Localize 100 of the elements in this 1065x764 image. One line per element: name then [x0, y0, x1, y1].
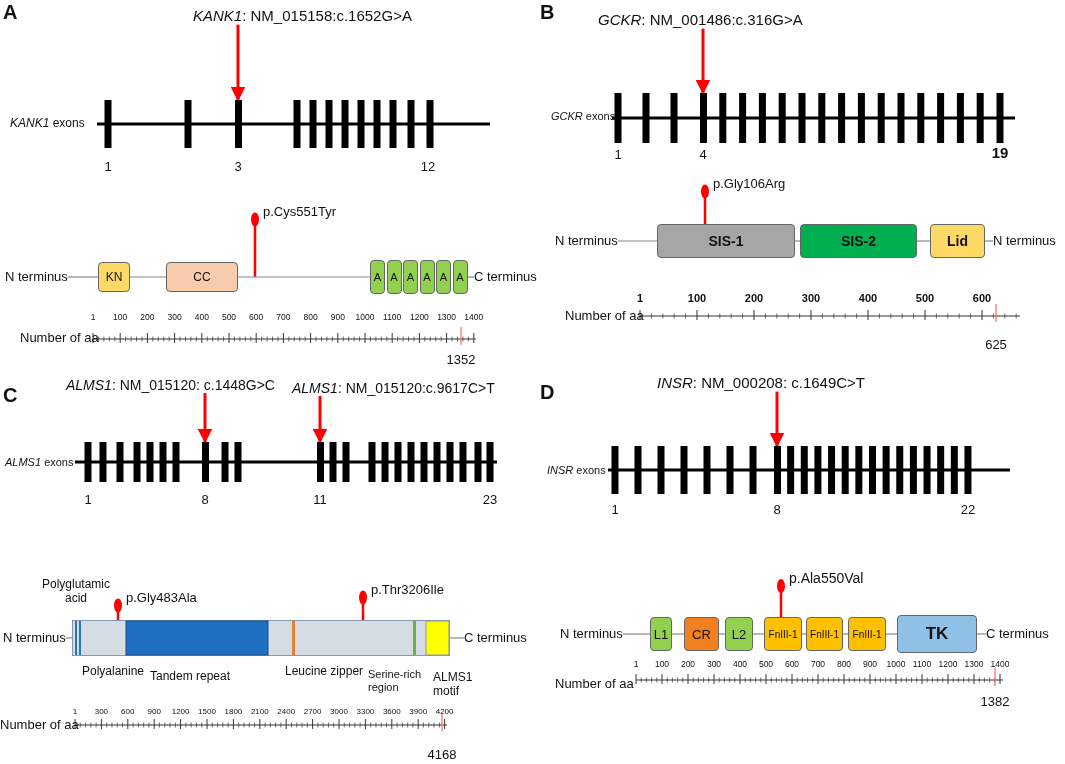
exon-number: 8 [201, 492, 209, 508]
tick-label: 200 [680, 660, 696, 670]
protein-domain: Lid [930, 224, 985, 258]
panel-letter: A [3, 0, 18, 24]
protein-domain: A [370, 260, 385, 294]
variant-title: ALMS1: NM_015120:c.9617C>T [292, 379, 495, 397]
protein-domain: CR [684, 617, 719, 651]
protein-domain: L1 [650, 617, 672, 651]
mutation-pin [359, 590, 367, 620]
protein-domain: A [419, 260, 435, 294]
tick-label: 3600 [382, 707, 401, 717]
exon-number: 22 [960, 502, 976, 518]
tick-label: 300 [94, 707, 109, 717]
axis-label: Number of aa [20, 330, 99, 346]
tick-label: 4200 [435, 707, 454, 717]
tick-label: 900 [862, 660, 878, 670]
protein-domain-bar [72, 620, 450, 656]
pointer-arrow [312, 396, 328, 444]
protein-backbone [794, 240, 801, 242]
mutation-pin [777, 579, 785, 617]
tick-label: 200 [744, 291, 764, 305]
pointer-arrow [230, 24, 246, 102]
protein-domain: FnIII-1 [848, 617, 886, 651]
terminus-label: N terminus [560, 626, 623, 642]
protein-backbone [885, 633, 898, 635]
tick-label: 1200 [409, 313, 429, 323]
domain-label: ALMS1 motif [433, 671, 473, 699]
tick-label: 900 [147, 707, 161, 717]
tick-label: 1 [633, 660, 639, 670]
tick-label: 700 [276, 313, 291, 323]
axis-label: Number of aa [0, 717, 79, 733]
tick-label: 100 [687, 291, 707, 305]
tick-label: 800 [303, 313, 318, 323]
terminus-label: C terminus [464, 630, 527, 646]
tick-label: 2100 [250, 707, 269, 717]
mutation-pin [701, 184, 709, 224]
tick-label: 2700 [303, 707, 322, 717]
protein-backbone [622, 633, 651, 635]
tick-label: 1400 [464, 313, 484, 323]
length-label: 1382 [980, 694, 1010, 710]
variant-title: GCKR: NM_001486:c.316G>A [598, 11, 803, 29]
tick-label: 1300 [437, 313, 457, 323]
tick-label: 1200 [171, 707, 190, 717]
terminus-label: N terminus [993, 233, 1056, 249]
variant-title: ALMS1: NM_015120: c.1448G>C [66, 376, 275, 394]
axis-label: Number of aa [565, 308, 644, 324]
tick-label: 800 [836, 660, 852, 670]
exon-number: 4 [699, 147, 707, 163]
tick-label: 200 [140, 313, 155, 323]
tick-label: 1400 [990, 660, 1010, 670]
terminus-label: C terminus [986, 626, 1049, 642]
protein-domain: FnIII-1 [764, 617, 802, 651]
protein-backbone [617, 240, 658, 242]
mutation-pin [114, 598, 122, 620]
protein-backbone [67, 276, 99, 278]
exon-bar [773, 446, 781, 494]
protein-backbone [671, 633, 685, 635]
length-label: 1352 [446, 352, 476, 368]
protein-domain: L2 [725, 617, 753, 651]
mutation-label: p.Ala550Val [777, 569, 864, 587]
tick-label: 3000 [330, 707, 348, 717]
pointer-arrow [769, 391, 785, 448]
protein-domain: CC [166, 262, 238, 292]
protein-domain: SIS-1 [657, 224, 795, 258]
tick-label: 300 [706, 660, 722, 670]
protein-domain: A [452, 260, 468, 294]
mutation-label: p.Thr3206Ile [359, 582, 444, 598]
tick-label: 100 [654, 660, 670, 670]
tick-label: 600 [784, 660, 800, 670]
tick-label: 300 [167, 313, 182, 323]
axis-label: Number of aa [555, 676, 634, 692]
panel-letter: D [540, 380, 555, 404]
variant-title: KANK1: NM_015158:c.1652G>A [193, 7, 412, 25]
tick-label: 1000 [355, 313, 375, 323]
domain-label: Serine-rich region [368, 668, 423, 694]
exon-number: 1 [104, 159, 112, 175]
tick-label: 400 [732, 660, 748, 670]
tick-label: 1500 [198, 707, 216, 717]
exon-number: 1 [614, 147, 622, 163]
exon-number: 3 [234, 159, 242, 175]
pointer-arrow [197, 393, 213, 444]
protein-domain: SIS-2 [800, 224, 917, 258]
protein-backbone [129, 276, 167, 278]
tick-label: 1100 [912, 660, 932, 670]
domain-label: Polyglutamic acid [41, 578, 111, 606]
panel-letter: C [3, 383, 18, 407]
variant-title: INSR: NM_000208: c.1649C>T [657, 374, 866, 392]
domain-label: Tandem repeat [150, 670, 231, 684]
tick-label: 900 [330, 313, 345, 323]
tick-label: 1 [636, 291, 644, 305]
protein-backbone [916, 240, 931, 242]
exon-bar [316, 442, 324, 482]
protein-backbone [842, 633, 849, 635]
exon-number: 23 [482, 492, 498, 508]
exon-number: 1 [84, 492, 92, 508]
protein-domain: TK [897, 615, 977, 653]
tick-label: 3900 [409, 707, 428, 717]
protein-domain: A [386, 260, 402, 294]
exon-number: 1 [611, 502, 619, 518]
length-label: 625 [985, 337, 1007, 353]
